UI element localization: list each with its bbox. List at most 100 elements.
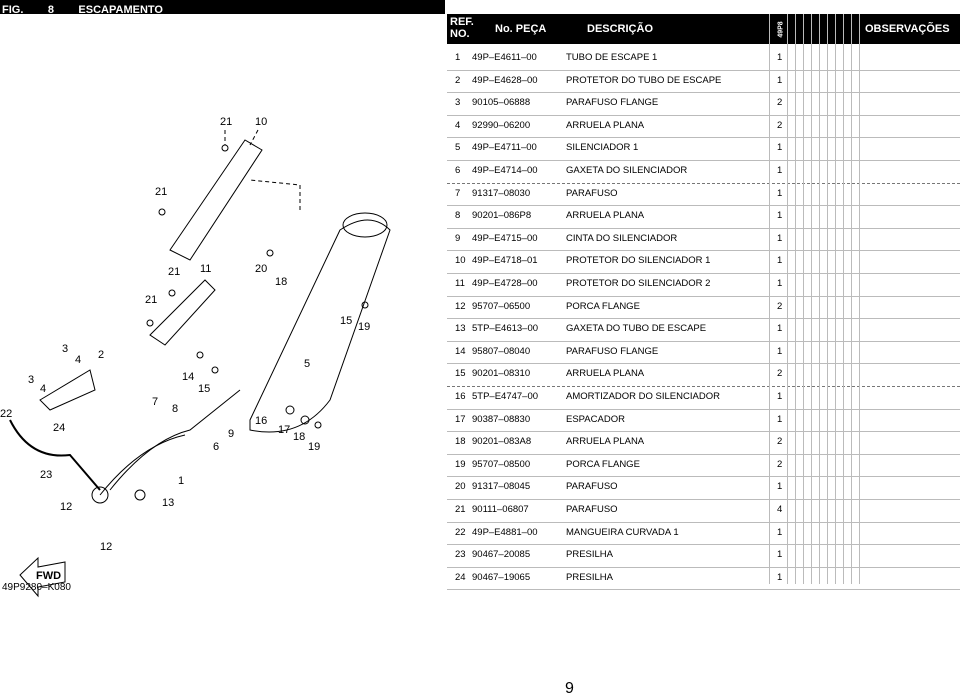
row-separator xyxy=(447,160,960,161)
part-number-cell: 90387–08830 xyxy=(472,413,531,425)
description-cell: PARAFUSO xyxy=(566,187,618,199)
description-cell: PROTETOR DO SILENCIADOR 2 xyxy=(566,278,711,289)
fwd-arrow-icon: FWD xyxy=(19,556,66,598)
ref-cell: 4 xyxy=(455,119,461,131)
description-cell: PARAFUSO FLANGE xyxy=(566,97,659,109)
quantity-cell: 1 xyxy=(777,571,783,583)
grid-column-line xyxy=(859,14,860,584)
svg-text:6: 6 xyxy=(213,441,219,453)
ref-cell: 8 xyxy=(455,210,461,222)
svg-text:1: 1 xyxy=(178,475,184,487)
quantity-cell: 4 xyxy=(777,504,783,515)
part-number-cell: 49P–E4728–00 xyxy=(472,278,538,289)
description-cell: CINTA DO SILENCIADOR xyxy=(566,232,678,244)
ref-cell: 7 xyxy=(455,187,461,199)
svg-text:12: 12 xyxy=(100,541,112,553)
svg-text:18: 18 xyxy=(275,276,287,288)
row-separator xyxy=(447,363,960,365)
grid-column-line xyxy=(851,14,852,584)
svg-text:21: 21 xyxy=(145,294,157,306)
part-number-cell: 90111–06807 xyxy=(472,504,529,515)
ref-cell: 15 xyxy=(455,368,466,380)
description-cell: ARRUELA PLANA xyxy=(566,368,645,380)
quantity-cell: 2 xyxy=(777,436,783,448)
part-number-cell: 90201–083A8 xyxy=(472,436,532,448)
ref-cell: 5 xyxy=(455,142,461,154)
quantity-cell: 1 xyxy=(777,232,783,244)
row-separator xyxy=(447,453,960,455)
svg-text:7: 7 xyxy=(152,396,158,408)
part-number-cell: 95807–08040 xyxy=(472,345,531,357)
quantity-cell: 1 xyxy=(777,345,783,357)
ref-cell: 3 xyxy=(455,97,461,109)
grid-column-line xyxy=(843,14,844,584)
col-ref-header: REF. NO. xyxy=(450,16,474,40)
col-obs-header: OBSERVAÇÕES xyxy=(865,23,950,35)
quantity-cell: 1 xyxy=(777,52,783,63)
row-separator xyxy=(447,476,960,478)
part-number-cell: 91317–08030 xyxy=(472,187,531,199)
description-cell: TUBO DE ESCAPE 1 xyxy=(566,52,658,63)
quantity-cell: 1 xyxy=(777,255,783,267)
part-number-cell: 49P–E4611–00 xyxy=(472,52,537,63)
part-number-cell: 95707–08500 xyxy=(472,458,531,470)
part-number-cell: 49P–E4628–00 xyxy=(472,74,538,86)
svg-text:21: 21 xyxy=(168,266,180,278)
svg-text:10: 10 xyxy=(255,116,267,128)
row-separator xyxy=(447,137,960,139)
row-separator xyxy=(447,114,960,116)
ref-cell: 11 xyxy=(455,278,465,289)
svg-text:14: 14 xyxy=(182,371,194,383)
row-separator xyxy=(447,431,960,433)
part-number-cell: 90467–20085 xyxy=(472,549,531,561)
grid-column-line xyxy=(827,14,828,584)
ref-cell: 19 xyxy=(455,458,466,470)
row-separator xyxy=(447,69,960,71)
description-cell: GAXETA DO SILENCIADOR xyxy=(566,165,688,176)
quantity-cell: 1 xyxy=(777,142,783,154)
grid-column-line xyxy=(795,14,796,584)
quantity-cell: 1 xyxy=(777,526,783,538)
svg-text:3: 3 xyxy=(28,374,34,386)
part-number-cell: 90467–19065 xyxy=(472,571,531,583)
ref-cell: 6 xyxy=(455,165,461,176)
description-cell: GAXETA DO TUBO DE ESCAPE xyxy=(566,323,707,335)
figure-header: FIG. 8 ESCAPAMENTO xyxy=(0,0,960,16)
quantity-cell: 1 xyxy=(777,74,783,86)
hose xyxy=(9,419,101,491)
row-separator xyxy=(447,544,960,546)
description-cell: SILENCIADOR 1 xyxy=(566,142,639,154)
grid-column-line xyxy=(811,14,812,584)
description-cell: PROTETOR DO SILENCIADOR 1 xyxy=(566,255,711,267)
figure-title-bar: FIG. 8 ESCAPAMENTO xyxy=(0,0,445,16)
table-row: 1 49P–E4611–00 TUBO DE ESCAPE 1 1 xyxy=(447,47,960,70)
part-number-cell: 5TP–E4747–00 xyxy=(472,391,539,402)
diagram-code: 49P9280–K080 xyxy=(2,582,71,593)
ref-cell: 21 xyxy=(455,504,466,515)
svg-text:21: 21 xyxy=(220,116,232,128)
part-number-cell: 49P–E4711–00 xyxy=(472,142,537,154)
grid-column-line xyxy=(819,14,820,584)
quantity-cell: 1 xyxy=(777,187,783,199)
description-cell: PARAFUSO xyxy=(566,481,618,493)
row-separator xyxy=(447,589,960,591)
ref-cell: 14 xyxy=(455,345,466,357)
svg-text:15: 15 xyxy=(340,315,352,327)
part-number-cell: 49P–E4718–01 xyxy=(472,255,538,267)
description-cell: PROTETOR DO TUBO DE ESCAPE xyxy=(566,74,722,86)
row-separator xyxy=(447,227,960,229)
row-separator xyxy=(447,295,960,297)
quantity-cell: 2 xyxy=(777,119,783,131)
ref-cell: 1 xyxy=(455,52,461,63)
parts-table: REF. NO. No. PEÇA DESCRIÇÃO 49P8 OBSERVA… xyxy=(447,14,960,591)
part-number-cell: 5TP–E4613–00 xyxy=(472,323,539,335)
svg-text:11: 11 xyxy=(200,263,211,275)
svg-text:19: 19 xyxy=(308,441,320,453)
